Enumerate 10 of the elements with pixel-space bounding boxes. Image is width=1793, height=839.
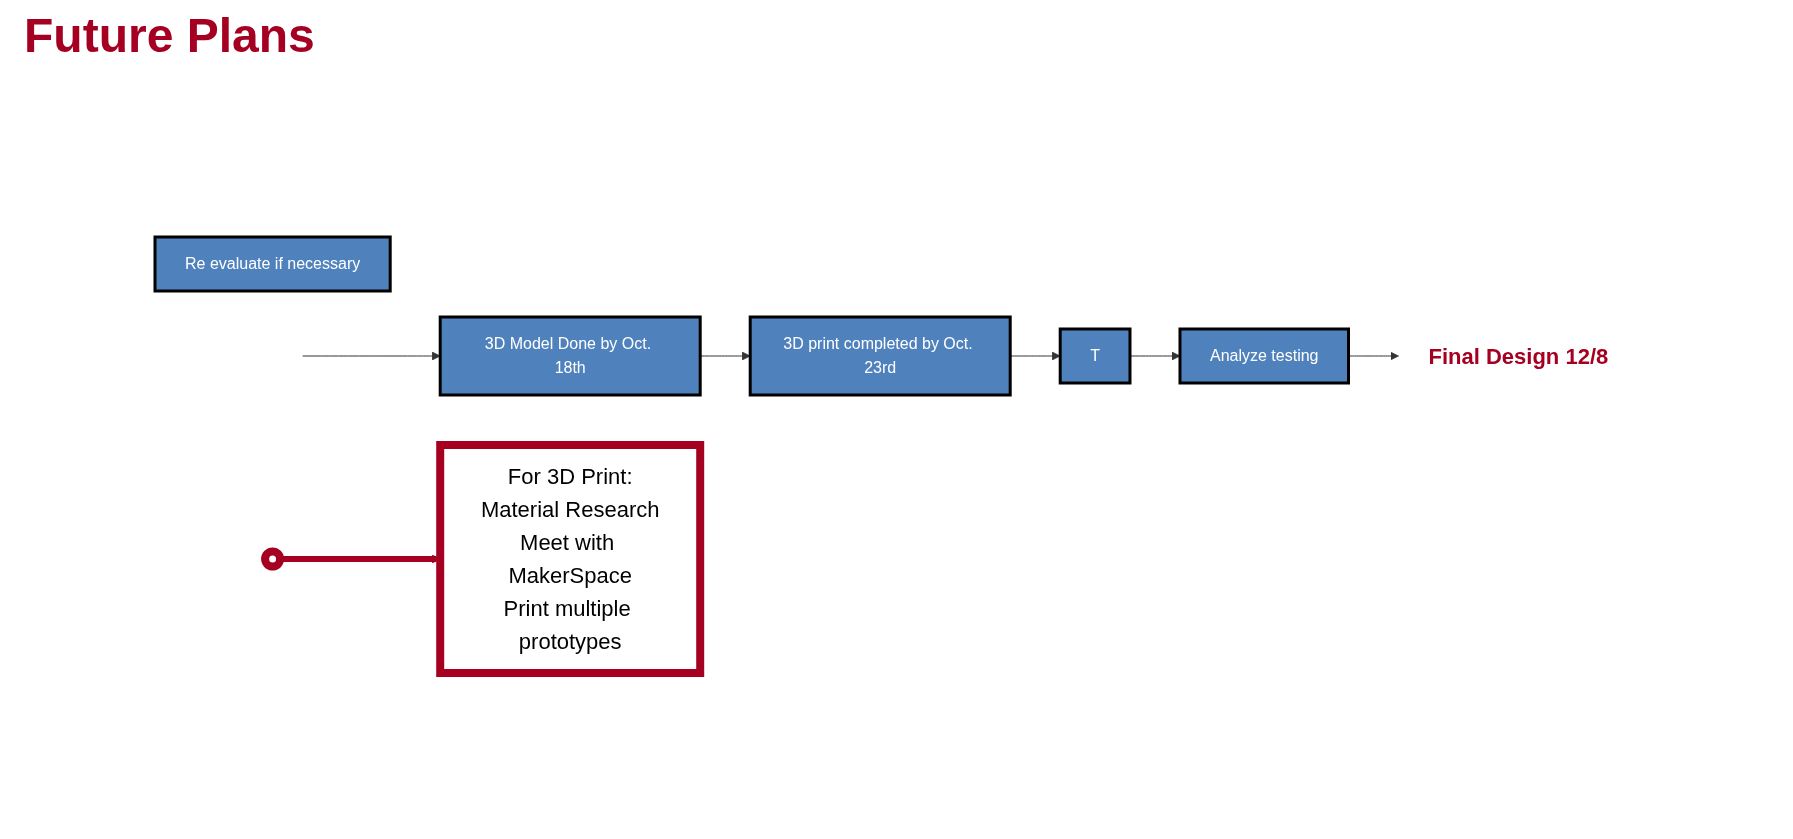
node-box: 3D print completed by Oct. 23rd (748, 315, 1012, 397)
node-box: Re evaluate if necessary (153, 235, 392, 293)
node-box: 3D Model Done by Oct. 18th (438, 315, 702, 397)
node-box: Analyze testing (1178, 327, 1350, 385)
arrow (302, 351, 441, 361)
title: Future Plans (24, 8, 315, 63)
node-circle (261, 547, 284, 571)
node-box: T (1058, 327, 1132, 385)
node-box: For 3D Print: Material Research Meet with MakerSpace Print multiple prototypes (436, 441, 705, 677)
node-text: Final Design 12/8 (1428, 343, 1609, 369)
